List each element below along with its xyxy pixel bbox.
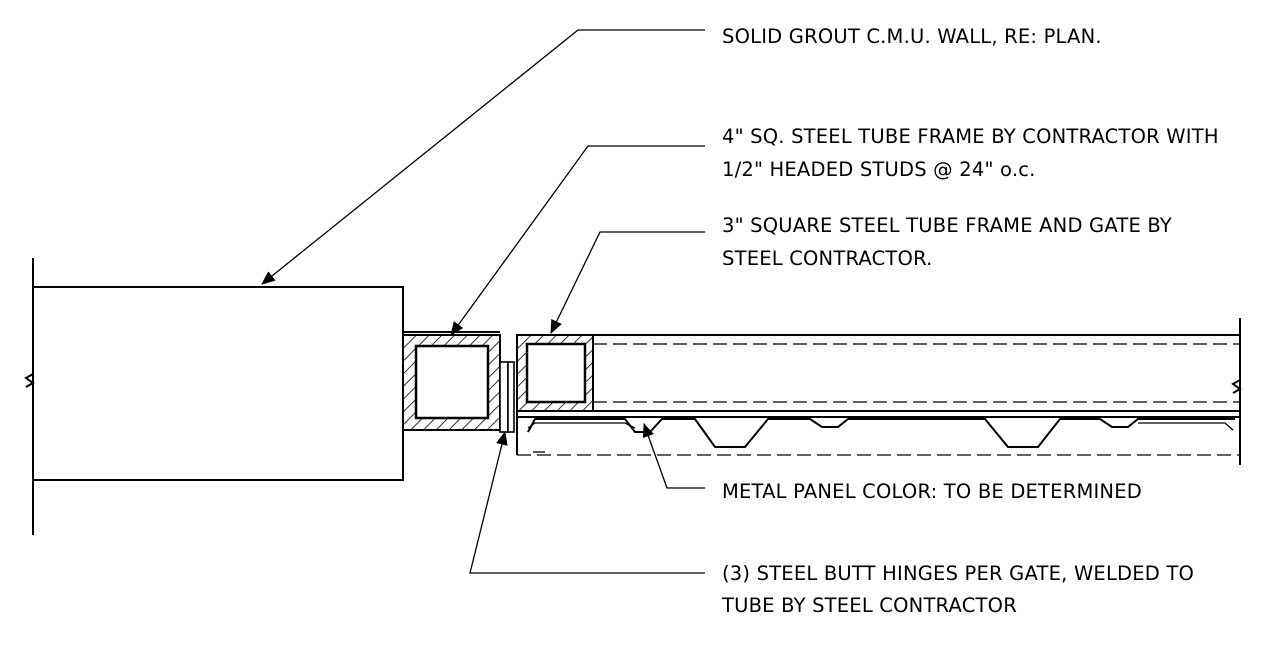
leader-lines <box>261 29 705 574</box>
gate-frame <box>517 318 1242 465</box>
note-steel-tube-frame-line-1: 4" SQ. STEEL TUBE FRAME BY CONTRACTOR WI… <box>722 125 1219 148</box>
note-square-tube-gate-line-2: STEEL CONTRACTOR. <box>722 247 933 270</box>
metal-panel <box>527 418 1235 448</box>
note-cmu-wall: SOLID GROUT C.M.U. WALL, RE: PLAN. <box>722 25 1102 48</box>
cmu-wall <box>24 258 404 535</box>
notes: SOLID GROUT C.M.U. WALL, RE: PLAN. 4" SQ… <box>721 25 1219 617</box>
note-square-tube-gate-line-1: 3" SQUARE STEEL TUBE FRAME AND GATE BY <box>722 214 1172 237</box>
note-butt-hinges-line-1: (3) STEEL BUTT HINGES PER GATE, WELDED T… <box>722 562 1194 585</box>
note-metal-panel: METAL PANEL COLOR: TO BE DETERMINED <box>722 480 1142 503</box>
steel-tube-frame-4in <box>402 331 501 431</box>
note-steel-tube-frame-line-2: 1/2" HEADED STUDS @ 24" o.c. <box>722 158 1036 181</box>
note-butt-hinges-line-2: TUBE BY STEEL CONTRACTOR <box>721 594 1017 617</box>
square-tube-frame-3in <box>516 334 1240 455</box>
butt-hinge <box>499 361 515 433</box>
